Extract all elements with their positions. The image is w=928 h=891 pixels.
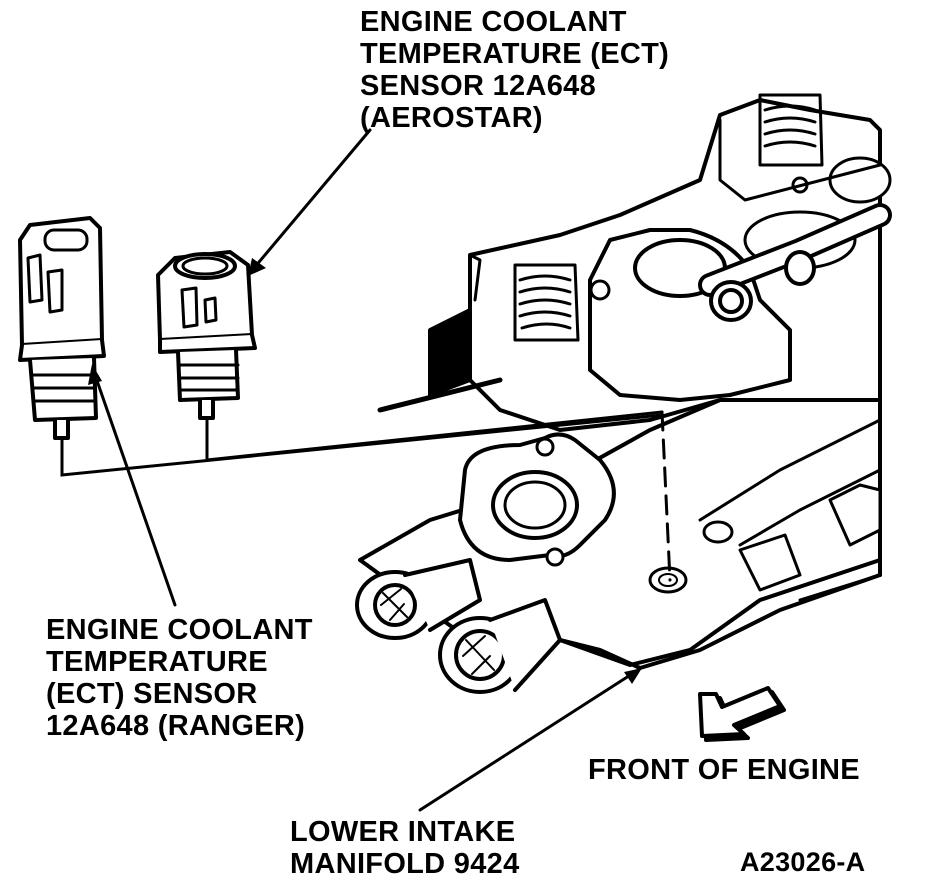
ect-ranger-line-1: ENGINE COOLANT: [46, 614, 313, 646]
figure-id-label: A23026-A: [740, 846, 865, 878]
lower-intake-line-2: MANIFOLD 9424: [290, 848, 520, 880]
lower-intake-manifold: [357, 330, 880, 692]
ect-ranger-line-3: (ECT) SENSOR: [46, 678, 258, 710]
ect-sensor-aerostar-label: ENGINE COOLANT TEMPERATURE (ECT) SENSOR …: [360, 6, 669, 134]
leader-lines: [62, 130, 670, 810]
front-of-engine-text: FRONT OF ENGINE: [588, 754, 860, 786]
lower-intake-manifold-label: LOWER INTAKE MANIFOLD 9424: [290, 816, 520, 880]
ect-aerostar-line-4: (AEROSTAR): [360, 102, 543, 134]
ect-aerostar-line-2: TEMPERATURE (ECT): [360, 38, 670, 70]
front-of-engine-label: FRONT OF ENGINE: [588, 754, 860, 786]
upper-engine-section: [380, 95, 890, 430]
ect-sensor-ranger: [20, 218, 104, 438]
ect-aerostar-line-1: ENGINE COOLANT: [360, 6, 627, 38]
lower-intake-line-1: LOWER INTAKE: [290, 816, 516, 848]
ect-ranger-line-4: 12A648 (RANGER): [46, 710, 306, 742]
ect-aerostar-line-3: SENSOR 12A648: [360, 70, 597, 102]
ect-sensor-aerostar: [158, 252, 255, 418]
ect-ranger-line-2: TEMPERATURE: [46, 646, 268, 678]
figure-id-text: A23026-A: [740, 847, 866, 877]
front-of-engine-arrow: [700, 688, 784, 740]
ect-sensor-ranger-label: ENGINE COOLANT TEMPERATURE (ECT) SENSOR …: [46, 614, 313, 742]
arrowheads: [88, 258, 642, 684]
